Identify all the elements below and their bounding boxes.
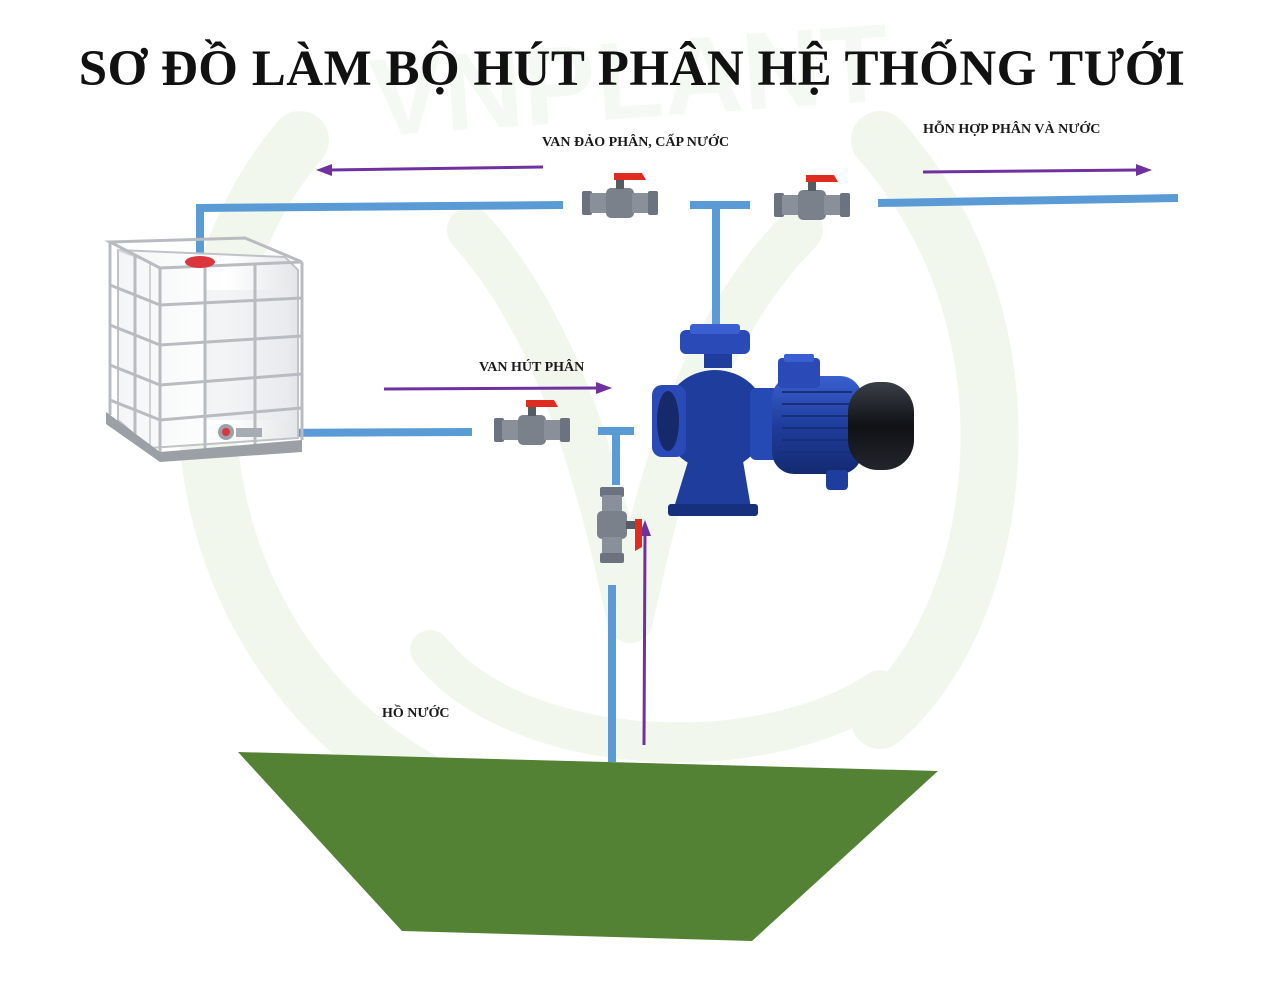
tank-feed-pipe — [196, 201, 564, 262]
tee-pipe-top — [690, 201, 750, 330]
outlet-pipe — [877, 194, 1179, 207]
ball-valve-icon[interactable] — [774, 175, 850, 220]
label-ho-nuoc: HỒ NƯỚC — [382, 706, 450, 721]
pond-shape — [238, 752, 938, 941]
flow-arrows — [316, 164, 1152, 746]
water-pump-icon — [652, 324, 914, 516]
ball-valve-icon[interactable] — [582, 173, 658, 218]
label-van-hut-phan: VAN HÚT PHÂN — [479, 360, 585, 375]
ibc-tank-icon — [104, 236, 304, 462]
tee-pipe-mid — [598, 427, 634, 485]
label-van-dao-phan: VAN ĐẢO PHÂN, CẤP NƯỚC — [542, 135, 730, 150]
page-title: SƠ ĐỒ LÀM BỘ HÚT PHÂN HỆ THỐNG TƯỚI — [78, 41, 1186, 97]
label-hon-hop: HỖN HỢP PHÂN VÀ NƯỚC — [923, 122, 1101, 137]
